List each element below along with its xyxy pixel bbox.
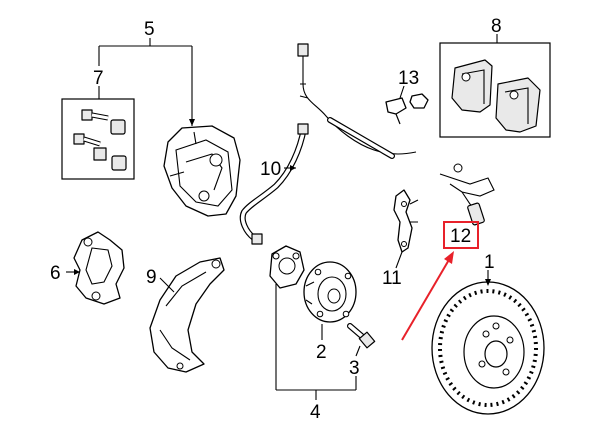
callout-11: 11 xyxy=(382,268,402,289)
callout-5: 5 xyxy=(144,19,155,40)
part-4-wheel-bearing-flange xyxy=(269,245,305,289)
part-12-brake-wear-sensor xyxy=(439,163,495,226)
callout-13: 13 xyxy=(398,68,419,89)
callout-labels: 1 2 3 4 5 6 7 8 9 10 11 12 13 xyxy=(50,16,502,423)
part-2-wheel-hub xyxy=(303,261,357,323)
part-3-hub-bolt xyxy=(347,323,376,349)
part-10-brake-hose xyxy=(239,123,309,245)
part-9-splash-shield xyxy=(149,257,225,373)
callout-10: 10 xyxy=(260,159,281,180)
callout-8: 8 xyxy=(491,16,502,37)
brake-line-and-sensor-wire xyxy=(297,43,417,159)
callout-2: 2 xyxy=(316,342,327,363)
highlight-callout-12 xyxy=(401,221,479,341)
part-1-brake-rotor xyxy=(431,281,545,415)
callout-9: 9 xyxy=(146,267,157,288)
callout-3: 3 xyxy=(349,358,360,379)
callout-4: 4 xyxy=(310,402,321,423)
part-13-hose-bracket-bolt xyxy=(385,93,429,125)
callout-1: 1 xyxy=(484,252,495,273)
part-11-sensor-bracket xyxy=(393,189,419,253)
callout-12: 12 xyxy=(450,226,471,247)
part-7-guide-pin-kit xyxy=(61,98,135,180)
leader-lines xyxy=(66,34,498,400)
part-8-brake-pads xyxy=(439,42,551,138)
callout-6: 6 xyxy=(50,263,61,284)
callout-7: 7 xyxy=(93,68,104,89)
part-5-brake-caliper xyxy=(163,125,241,217)
part-6-caliper-bracket xyxy=(73,231,125,305)
